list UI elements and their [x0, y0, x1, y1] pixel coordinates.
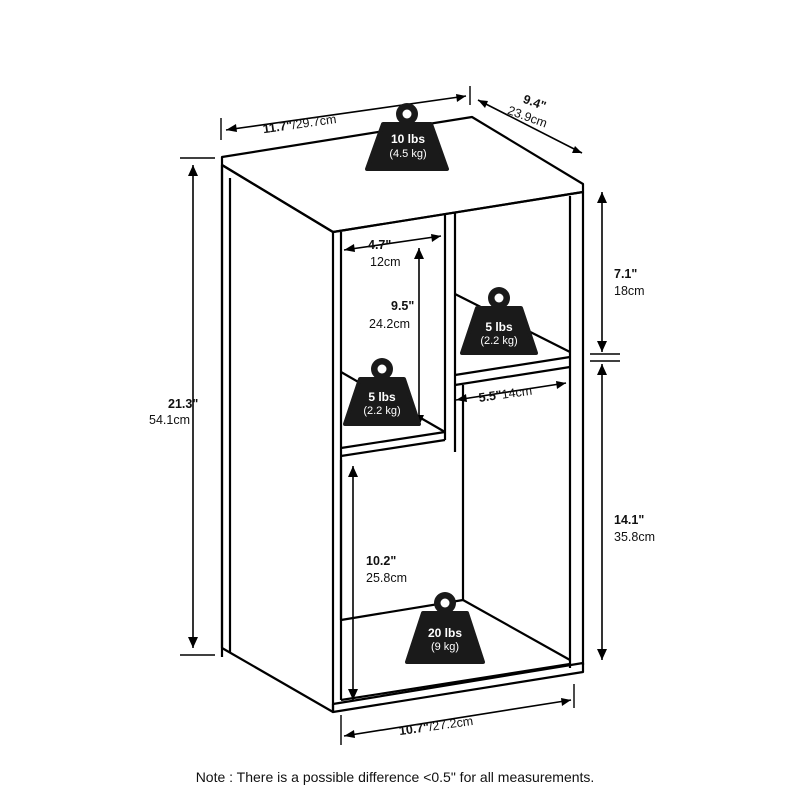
bottom-width-label: 10.7"/27.2cm: [398, 714, 474, 738]
middle-right-width-label: 5.5"14cm: [478, 384, 533, 405]
upper-left-width-cm-label: 12cm: [370, 255, 401, 269]
weight-icon-middle-left: 5 lbs (2.2 kg): [343, 358, 421, 426]
lower-right-height-in-label: 14.1": [614, 513, 644, 527]
dimension-lines: [180, 86, 620, 745]
upper-left-height-cm-label: 24.2cm: [369, 317, 410, 331]
height-cm-label: 54.1cm: [149, 413, 190, 427]
svg-text:10 lbs: 10 lbs: [391, 132, 425, 146]
measurement-note: Note : There is a possible difference <0…: [196, 769, 595, 785]
height-in-label: 21.3": [168, 397, 198, 411]
bottom-height-cm-label: 25.8cm: [366, 571, 407, 585]
svg-text:(2.2 kg): (2.2 kg): [480, 335, 517, 347]
bottom-board: [331, 661, 585, 714]
top-width-label: 11.7"/29.7cm: [262, 112, 337, 136]
upper-right-height-cm-label: 18cm: [614, 284, 645, 298]
svg-text:(2.2 kg): (2.2 kg): [363, 405, 400, 417]
upper-left-width-in-label: 4.7": [368, 238, 391, 252]
svg-text:(9 kg): (9 kg): [431, 641, 459, 653]
svg-text:20 lbs: 20 lbs: [428, 626, 462, 640]
weight-icon-bottom: 20 lbs (9 kg): [405, 592, 485, 664]
svg-text:5 lbs: 5 lbs: [368, 390, 396, 404]
svg-text:(4.5 kg): (4.5 kg): [389, 148, 426, 160]
left-side-panel: [220, 163, 335, 714]
upper-left-height-in-label: 9.5": [391, 299, 414, 313]
weight-icon-top: 10 lbs (4.5 kg): [365, 103, 449, 171]
weight-icon-upper-right: 5 lbs (2.2 kg): [460, 287, 538, 355]
lower-right-height-cm-label: 35.8cm: [614, 530, 655, 544]
upper-right-height-in-label: 7.1": [614, 267, 637, 281]
bottom-height-in-label: 10.2": [366, 554, 396, 568]
svg-text:5 lbs: 5 lbs: [485, 320, 513, 334]
